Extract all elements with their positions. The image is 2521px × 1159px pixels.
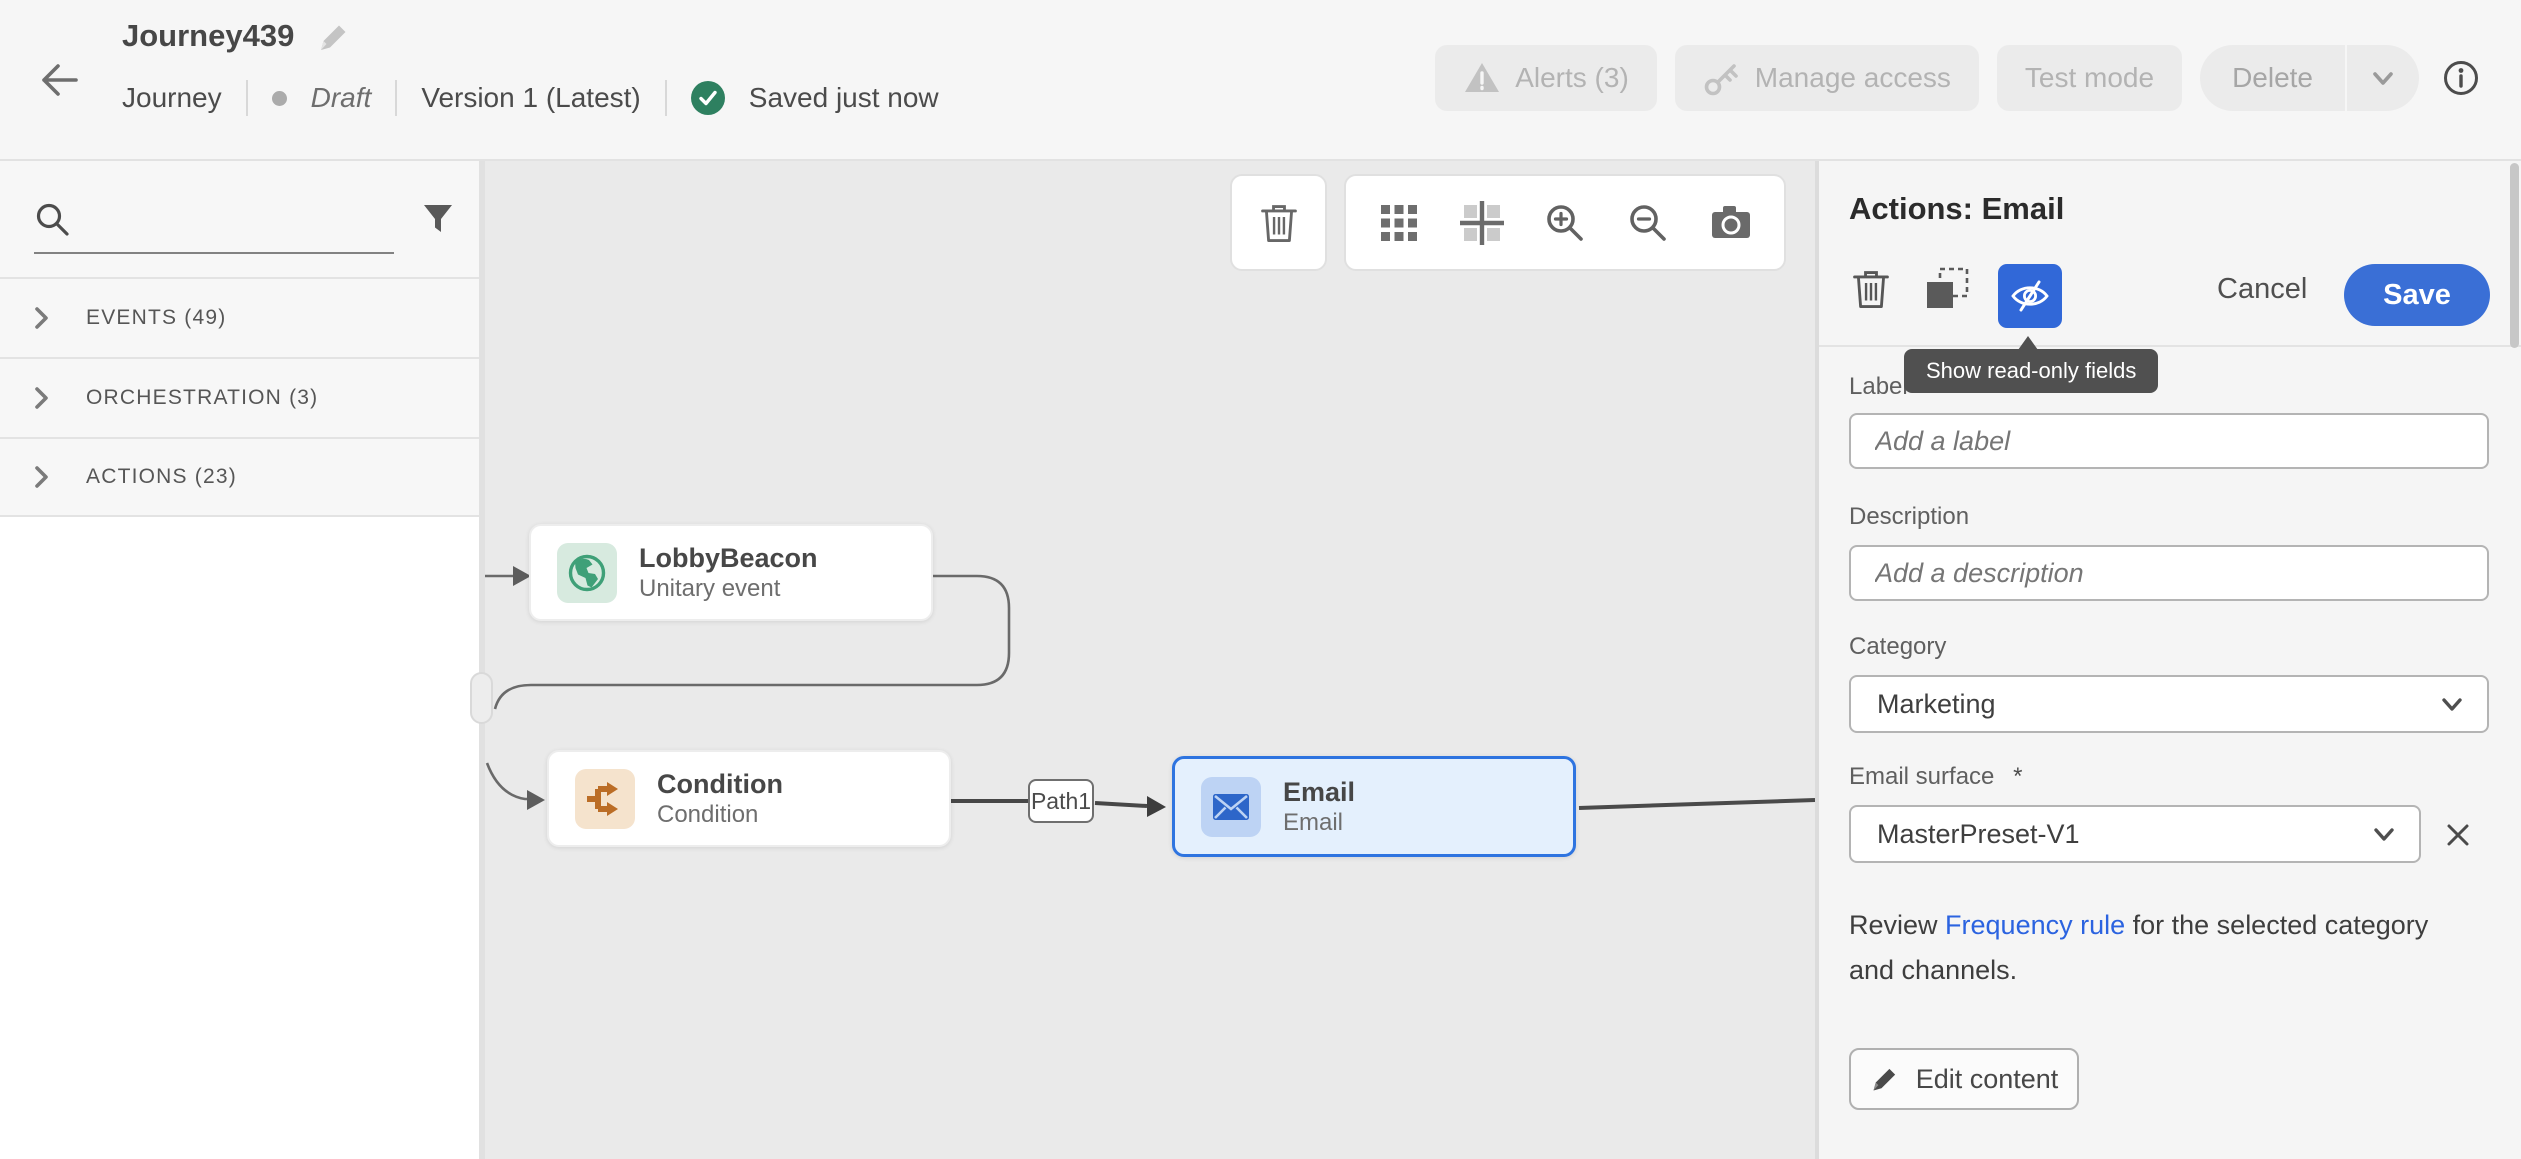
node-title: Email bbox=[1283, 776, 1356, 807]
pencil-icon bbox=[1870, 1064, 1900, 1094]
label-input[interactable] bbox=[1849, 413, 2489, 469]
category-field-label: Category bbox=[1849, 633, 1947, 660]
node-email[interactable]: Email Email bbox=[1172, 756, 1576, 857]
zoom-out-icon bbox=[1626, 201, 1670, 245]
zoom-out-button[interactable] bbox=[1618, 193, 1678, 253]
back-button[interactable] bbox=[30, 52, 86, 108]
palette-sidebar: EVENTS (49) ORCHESTRATION (3) ACTIONS (2… bbox=[0, 161, 479, 1159]
frequency-rule-note: Review Frequency rule for the selected c… bbox=[1849, 910, 2429, 985]
chevron-down-icon bbox=[2371, 821, 2397, 847]
close-icon bbox=[2442, 819, 2474, 851]
delete-node-button[interactable] bbox=[1230, 174, 1327, 271]
search-icon bbox=[34, 201, 72, 239]
snapshot-button[interactable] bbox=[1701, 193, 1761, 253]
test-mode-button[interactable]: Test mode bbox=[1996, 45, 2183, 111]
chevron-down-icon bbox=[2439, 691, 2465, 717]
edit-content-button[interactable]: Edit content bbox=[1849, 1048, 2079, 1110]
clear-email-surface-button[interactable] bbox=[2434, 811, 2482, 859]
globe-icon bbox=[557, 542, 617, 603]
info-icon bbox=[2442, 59, 2480, 97]
warning-icon bbox=[1463, 59, 1501, 97]
align-center-icon bbox=[1460, 200, 1504, 245]
category-select[interactable]: Marketing bbox=[1849, 675, 2489, 733]
info-button[interactable] bbox=[2437, 54, 2485, 102]
version-label: Version 1 (Latest) bbox=[421, 82, 641, 113]
grid-view-button[interactable] bbox=[1369, 193, 1429, 253]
email-surface-select[interactable]: MasterPreset-V1 bbox=[1849, 805, 2421, 863]
label-field-label: Label bbox=[1849, 373, 1908, 400]
journey-title: Journey439 bbox=[122, 18, 295, 53]
tooltip: Show read-only fields bbox=[1904, 336, 2159, 393]
filter-button[interactable] bbox=[414, 195, 462, 243]
description-field-label: Description bbox=[1849, 503, 1970, 530]
sidebar-resize-handle[interactable] bbox=[470, 672, 493, 724]
trash-icon bbox=[1848, 266, 1894, 312]
chevron-right-icon bbox=[28, 305, 54, 331]
delete-activity-button[interactable] bbox=[1843, 261, 1899, 317]
show-readonly-fields-toggle[interactable] bbox=[1998, 264, 2062, 328]
node-subtitle: Unitary event bbox=[639, 574, 781, 602]
duplicate-activity-button[interactable] bbox=[1919, 261, 1975, 317]
check-circle-icon bbox=[690, 81, 725, 115]
eye-off-icon bbox=[2010, 276, 2050, 316]
duplicate-icon bbox=[1924, 266, 1970, 312]
saved-status: Saved just now bbox=[748, 82, 939, 113]
chevron-down-icon bbox=[2369, 64, 2397, 92]
manage-access-button[interactable]: Manage access bbox=[1674, 45, 1979, 111]
grid-icon bbox=[1378, 202, 1420, 244]
sidebar-canvas-divider bbox=[479, 161, 485, 1159]
connector-wires bbox=[485, 566, 1815, 817]
panel-divider bbox=[1819, 345, 2521, 347]
align-center-button[interactable] bbox=[1452, 193, 1512, 253]
filter-icon bbox=[420, 201, 456, 237]
key-icon bbox=[1703, 59, 1741, 97]
trash-icon bbox=[1256, 200, 1302, 246]
chevron-right-icon bbox=[28, 464, 54, 490]
sidebar-section-events[interactable]: EVENTS (49) bbox=[0, 277, 479, 357]
description-input[interactable] bbox=[1849, 545, 2489, 601]
frequency-rule-link[interactable]: Frequency rule bbox=[1945, 910, 2126, 940]
node-title: LobbyBeacon bbox=[639, 542, 818, 573]
node-title: Condition bbox=[657, 768, 783, 799]
status-badge: Draft bbox=[310, 82, 372, 113]
cancel-button[interactable]: Cancel bbox=[2217, 273, 2308, 305]
divider bbox=[395, 80, 398, 116]
app-header: Journey439 Journey Draft Version 1 (Late… bbox=[0, 0, 2521, 161]
delete-button[interactable]: Delete bbox=[2200, 45, 2345, 111]
zoom-in-icon bbox=[1543, 201, 1587, 245]
save-button[interactable]: Save bbox=[2344, 264, 2490, 326]
node-condition[interactable]: Condition Condition bbox=[547, 750, 951, 847]
search-input[interactable] bbox=[80, 191, 380, 243]
branch-icon bbox=[575, 768, 635, 829]
status-dot-icon bbox=[271, 90, 287, 106]
journey-type-label: Journey bbox=[122, 82, 222, 113]
journey-canvas[interactable]: LobbyBeacon Unitary event Condition Cond… bbox=[485, 161, 1815, 1159]
properties-panel: Actions: Email Cancel Save Show read-onl… bbox=[1815, 161, 2521, 1159]
canvas-toolbar bbox=[1344, 174, 1786, 271]
chevron-right-icon bbox=[28, 385, 54, 411]
node-lobbybeacon[interactable]: LobbyBeacon Unitary event bbox=[529, 524, 933, 621]
alerts-button[interactable]: Alerts (3) bbox=[1435, 45, 1657, 111]
email-surface-field-label: Email surface * bbox=[1849, 763, 2023, 790]
back-arrow-icon bbox=[34, 56, 82, 104]
envelope-icon bbox=[1201, 776, 1261, 837]
node-subtitle: Condition bbox=[657, 800, 759, 828]
node-subtitle: Email bbox=[1283, 808, 1344, 836]
path-label[interactable]: Path1 bbox=[1028, 779, 1094, 823]
camera-icon bbox=[1709, 201, 1753, 245]
edit-pencil-icon[interactable] bbox=[316, 19, 350, 53]
search-field[interactable] bbox=[0, 161, 479, 277]
sidebar-section-actions[interactable]: ACTIONS (23) bbox=[0, 437, 479, 517]
search-underline bbox=[34, 252, 394, 254]
required-asterisk: * bbox=[2013, 763, 2023, 790]
divider bbox=[664, 80, 667, 116]
panel-scrollbar[interactable] bbox=[2510, 163, 2519, 348]
sidebar-section-orchestration[interactable]: ORCHESTRATION (3) bbox=[0, 357, 479, 437]
delete-split-button: Delete bbox=[2200, 45, 2419, 111]
divider bbox=[245, 80, 248, 116]
zoom-in-button[interactable] bbox=[1535, 193, 1595, 253]
panel-title: Actions: Email bbox=[1849, 191, 2065, 226]
delete-dropdown-button[interactable] bbox=[2347, 45, 2419, 111]
